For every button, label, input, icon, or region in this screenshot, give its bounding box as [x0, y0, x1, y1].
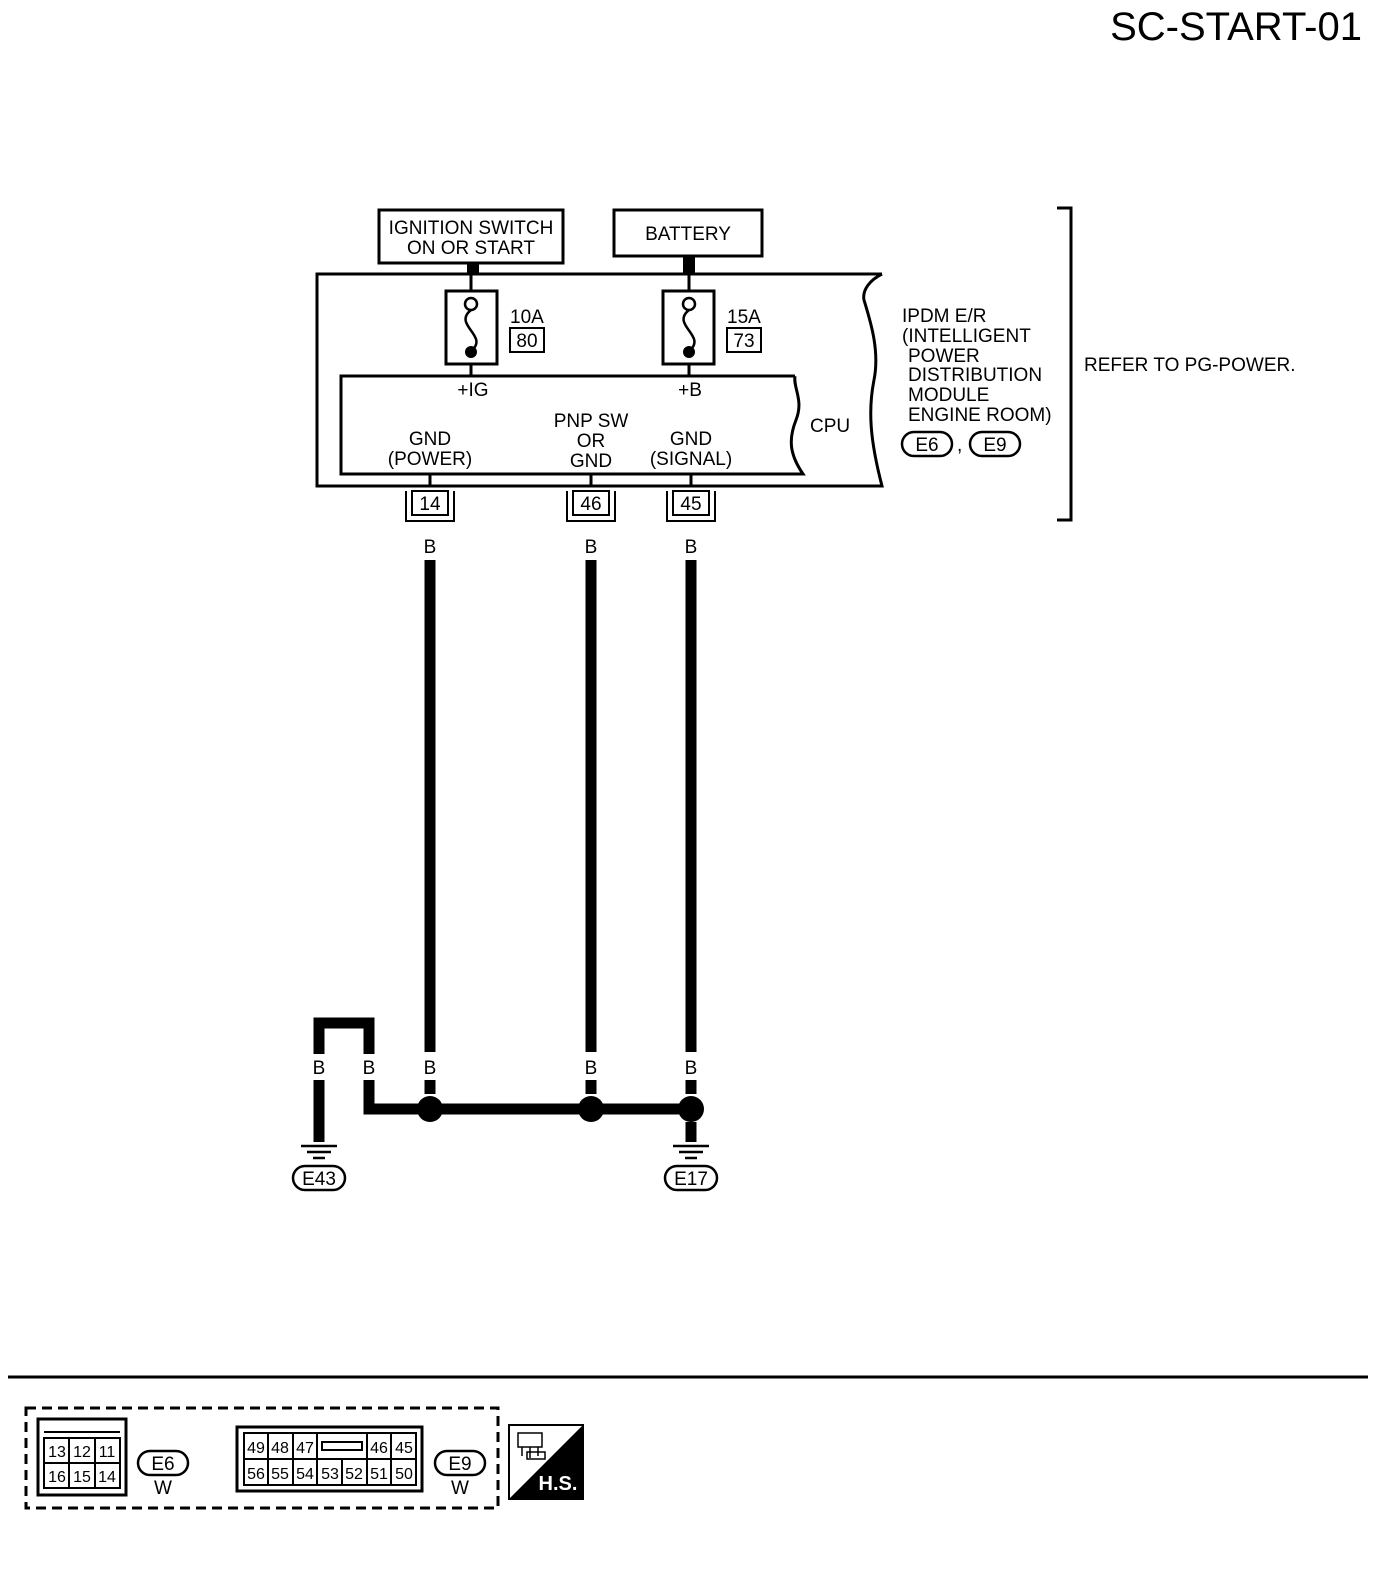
- e6-pin-16: 16: [48, 1469, 66, 1486]
- fuse-10a: [444, 274, 499, 376]
- e9-pin-54: 54: [296, 1466, 314, 1483]
- ground-e17-label: E17: [674, 1169, 708, 1190]
- ipdm-line-5: MODULE: [908, 385, 989, 406]
- e6-pin-11: 11: [99, 1444, 116, 1461]
- e9-pin-56: 56: [247, 1466, 265, 1483]
- e9-pin-53: 53: [321, 1466, 339, 1483]
- ignition-feed-stub: [467, 263, 479, 274]
- terminal-14-label-1: GND: [409, 429, 451, 450]
- e6-pin-12: 12: [73, 1444, 91, 1461]
- e9-pin-45: 45: [395, 1440, 413, 1457]
- connector-e6-face: 13 12 11 16 15 14: [36, 1417, 128, 1497]
- ipdm-line-4: DISTRIBUTION: [908, 365, 1042, 386]
- wire-color-e43: B: [313, 1058, 326, 1079]
- battery-box: BATTERY: [612, 208, 764, 258]
- connector-e6-color: W: [154, 1478, 172, 1499]
- reference-bracket: [1057, 206, 1073, 522]
- ignition-switch-label-2: ON OR START: [407, 238, 535, 259]
- wire-color-loop: B: [363, 1058, 376, 1079]
- refer-note: REFER TO PG-POWER.: [1084, 355, 1296, 376]
- terminal-14: 14: [405, 490, 455, 522]
- e9-pin-55: 55: [271, 1466, 289, 1483]
- wire-loop-top: [313, 1017, 375, 1054]
- ignition-switch-label-1: IGNITION SWITCH: [389, 218, 554, 239]
- wire-color-46: B: [585, 537, 598, 558]
- terminal-b-label: +B: [678, 380, 702, 401]
- connector-e9-id: E9: [448, 1454, 471, 1475]
- e9-pin-52: 52: [345, 1466, 363, 1483]
- terminal-45: 45: [666, 490, 716, 522]
- ipdm-line-2: (INTELLIGENT: [902, 326, 1031, 347]
- battery-label: BATTERY: [645, 224, 731, 245]
- wire-loop-bottom: [363, 1080, 430, 1115]
- e9-pin-46: 46: [370, 1440, 388, 1457]
- terminal-46-label-1: PNP SW: [554, 411, 629, 432]
- connector-ref-e9-outline: [968, 430, 1022, 458]
- fuse-15a-rating: 15A: [727, 307, 761, 328]
- terminal-46-label-3: GND: [570, 451, 612, 472]
- connector-e9-color: W: [451, 1478, 469, 1499]
- connector-e9-id-outline: [433, 1449, 487, 1477]
- cpu-label: CPU: [810, 416, 850, 437]
- connector-ref-e6: E6: [915, 435, 938, 456]
- terminal-46-label-2: OR: [577, 431, 606, 452]
- e6-pin-15: 15: [73, 1469, 91, 1486]
- terminal-ig-label: +IG: [457, 380, 488, 401]
- fuse-15a-number: 73: [733, 331, 754, 352]
- ground-e43: E43: [291, 1144, 347, 1192]
- battery-feed-stub: [683, 256, 695, 274]
- e6-pin-13: 13: [48, 1444, 66, 1461]
- terminal-14-label-2: (POWER): [388, 449, 472, 470]
- ipdm-module-frame: [315, 272, 884, 488]
- ground-e17: E17: [663, 1144, 719, 1192]
- connector-ref-e9: E9: [983, 435, 1006, 456]
- connector-legend-frame: [24, 1406, 500, 1510]
- wire-color-splice-2: B: [585, 1058, 598, 1079]
- terminal-14-number: 14: [419, 494, 441, 515]
- page-title: SC-START-01: [1110, 5, 1362, 49]
- wire-color-45: B: [685, 537, 698, 558]
- wire-color-14: B: [424, 537, 437, 558]
- terminal-45-label-2: (SIGNAL): [650, 449, 732, 470]
- e9-pin-49: 49: [247, 1440, 265, 1457]
- connector-e6-id: E6: [151, 1454, 174, 1475]
- terminal-46-number: 46: [580, 494, 601, 515]
- splice-point-1: [417, 1096, 443, 1122]
- wire-color-splice-1: B: [424, 1058, 437, 1079]
- terminal-45-number: 45: [680, 494, 701, 515]
- ignition-switch-box: IGNITION SWITCH ON OR START: [377, 208, 565, 265]
- ipdm-line-6: ENGINE ROOM): [908, 405, 1052, 426]
- fuse-10a-rating: 10A: [510, 307, 544, 328]
- hs-connector-icon: H.S.: [508, 1424, 584, 1500]
- connector-e6-id-outline: [136, 1449, 190, 1477]
- terminal-46: 46: [566, 490, 616, 522]
- fuse-15a: [661, 274, 716, 376]
- e6-pin-14: 14: [98, 1469, 116, 1486]
- fuse-10a-number-box: [509, 327, 545, 353]
- ground-e43-label: E43: [302, 1169, 336, 1190]
- e9-pin-50: 50: [395, 1466, 413, 1483]
- ipdm-line-3: POWER: [908, 346, 980, 367]
- fuse-10a-number: 80: [516, 331, 537, 352]
- e9-pin-51: 51: [370, 1466, 388, 1483]
- connector-e9-face: 49 48 47 46 45 56 55 54 53 52 51 50: [235, 1425, 424, 1493]
- e9-pin-48: 48: [271, 1440, 289, 1457]
- connector-ref-separator: ,: [957, 435, 962, 456]
- e9-pin-47: 47: [296, 1440, 314, 1457]
- cpu-box: [339, 374, 806, 476]
- ipdm-line-1: IPDM E/R: [902, 306, 986, 327]
- fuse-15a-number-box: [726, 327, 762, 353]
- splice-point-3: [678, 1096, 704, 1122]
- splice-point-2: [578, 1096, 604, 1122]
- connector-ref-e6-outline: [900, 430, 954, 458]
- hs-label: H.S.: [539, 1473, 578, 1495]
- wire-color-splice-3: B: [685, 1058, 698, 1079]
- terminal-45-label-1: GND: [670, 429, 712, 450]
- ipdm-description: IPDM E/R (INTELLIGENT POWER DISTRIBUTION…: [902, 306, 1052, 426]
